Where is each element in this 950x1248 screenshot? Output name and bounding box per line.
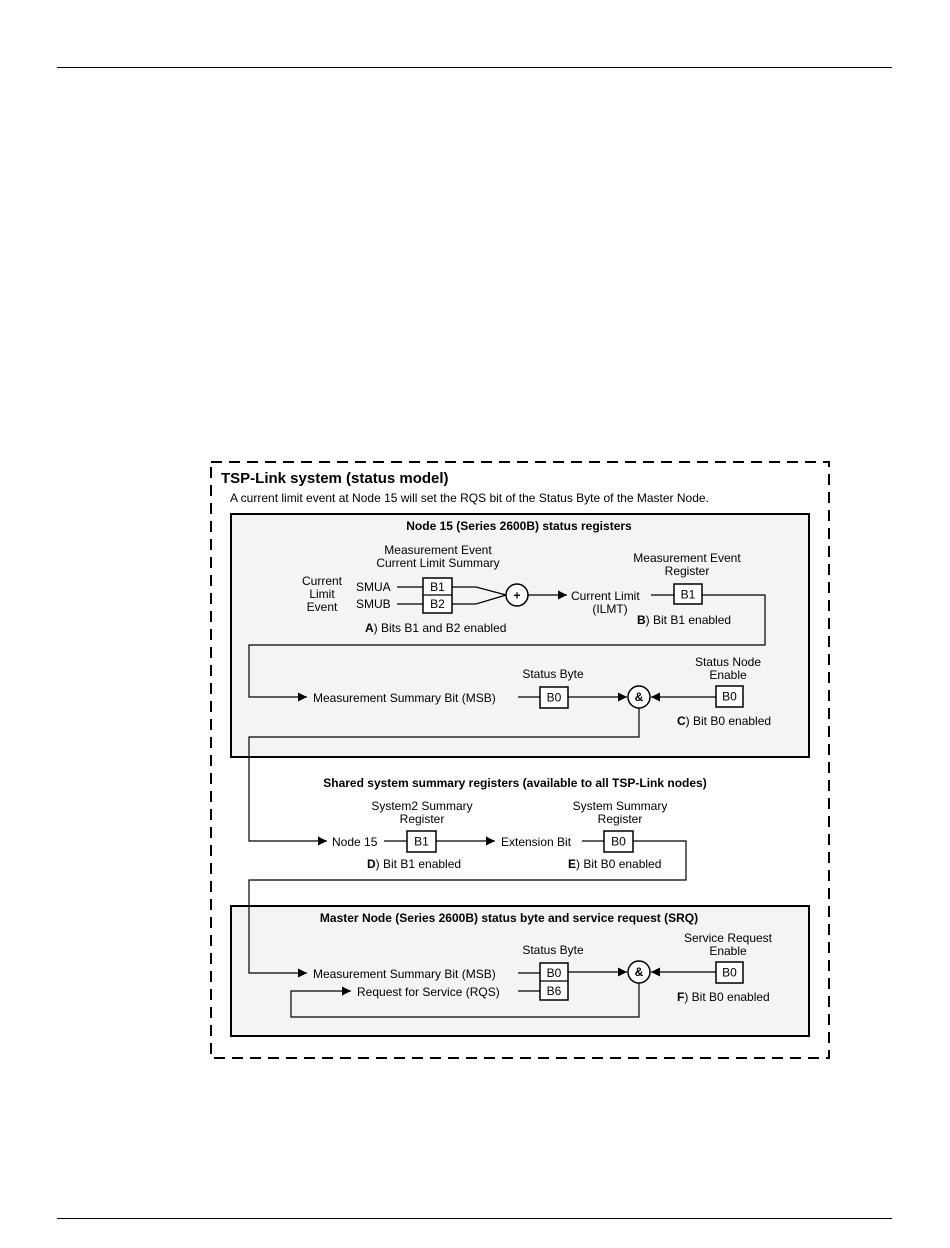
and-gate-symbol-node15: & (635, 690, 644, 704)
s2-label-1: System2 Summary (371, 799, 472, 813)
note-b: B) Bit B1 enabled (637, 613, 731, 627)
sne-bit-b0: B0 (722, 690, 737, 704)
and-gate-symbol-master: & (635, 965, 644, 979)
s2-bit-b1: B1 (414, 835, 429, 849)
msb-label-node15: Measurement Summary Bit (MSB) (313, 691, 496, 705)
mer-register (673, 583, 703, 605)
mer-label-1: Measurement Event (633, 551, 741, 565)
mecls-bit-b2: B2 (430, 597, 445, 611)
mecls-label-2: Current Limit Summary (376, 556, 499, 570)
node15-panel (230, 513, 810, 758)
current-limit-label: Current Limit (571, 589, 640, 603)
note-f: F) Bit B0 enabled (677, 990, 770, 1004)
cle-label-2: Limit (309, 587, 335, 601)
diagram-title: TSP-Link system (status model) (221, 470, 449, 487)
smua-label: SMUA (356, 580, 391, 594)
header-rule (57, 67, 892, 68)
cle-label-3: Event (307, 600, 338, 614)
node15-label: Node 15 (332, 835, 378, 849)
msb-label-master: Measurement Summary Bit (MSB) (313, 967, 496, 981)
sne-register (715, 685, 744, 708)
shared-heading: Shared system summary registers (availab… (323, 776, 706, 790)
sne-label-1: Status Node (695, 655, 761, 669)
ss-label-2: Register (598, 812, 643, 826)
ilmt-label: (ILMT) (592, 602, 627, 616)
rqs-label: Request for Service (RQS) (357, 985, 500, 999)
master-bit-b0: B0 (547, 966, 562, 980)
mecls-bit-b1: B1 (430, 580, 445, 594)
master-bit-b6: B6 (547, 984, 562, 998)
note-d: D) Bit B1 enabled (367, 857, 461, 871)
mecls-label-1: Measurement Event (384, 543, 492, 557)
extension-bit-label: Extension Bit (501, 835, 572, 849)
ss-bit-b0: B0 (611, 835, 626, 849)
sre-label-2: Enable (709, 944, 747, 958)
mer-label-2: Register (665, 564, 710, 578)
sre-bit-b0: B0 (722, 966, 737, 980)
node15-heading: Node 15 (Series 2600B) status registers (406, 519, 632, 533)
note-e: E) Bit B0 enabled (568, 857, 661, 871)
ss-label-1: System Summary (573, 799, 668, 813)
s2-label-2: Register (400, 812, 445, 826)
status-byte-label-node15: Status Byte (522, 667, 584, 681)
status-byte-bit-b0: B0 (547, 691, 562, 705)
smub-label: SMUB (356, 597, 391, 611)
master-heading: Master Node (Series 2600B) status byte a… (320, 911, 698, 925)
note-c: C) Bit B0 enabled (677, 714, 771, 728)
note-a: A) Bits B1 and B2 enabled (365, 621, 506, 635)
sre-label-1: Service Request (684, 931, 773, 945)
master-panel (230, 905, 810, 1037)
sne-label-2: Enable (709, 668, 747, 682)
status-byte-label-master: Status Byte (522, 943, 584, 957)
mer-bit-b1: B1 (681, 588, 696, 602)
cle-label-1: Current (302, 574, 343, 588)
or-gate-symbol: + (513, 589, 520, 603)
outer-dashed-frame (210, 461, 830, 1059)
diagram-subtitle: A current limit event at Node 15 will se… (230, 491, 709, 505)
footer-rule (57, 1218, 892, 1219)
sre-register (715, 961, 744, 984)
